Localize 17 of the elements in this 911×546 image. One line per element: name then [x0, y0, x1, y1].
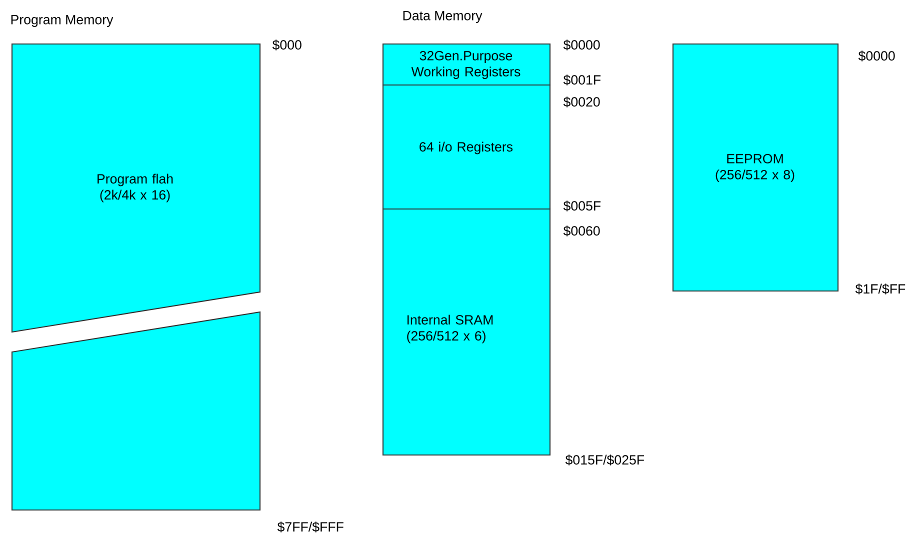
- memory-block: 32Gen.Purpose Working Registers: [382, 43, 551, 86]
- address-label: $005F: [563, 200, 601, 212]
- address-label: $0000: [858, 50, 895, 62]
- address-label: $0000: [563, 40, 600, 50]
- address-label: $000: [272, 40, 302, 50]
- address-label: $001F: [563, 74, 601, 86]
- section-heading: Data Memory: [403, 11, 482, 23]
- memory-block: [11, 311, 261, 511]
- address-label: $0060: [563, 226, 600, 236]
- memory-block: Internal SRAM (256/512 x 6): [382, 208, 551, 456]
- section-heading: Program Memory: [11, 15, 114, 27]
- address-label: $0020: [563, 96, 600, 108]
- memory-block: Program flah (2k/4k x 16): [11, 43, 261, 333]
- address-label: $015F/$025F: [565, 454, 644, 466]
- address-label: $7FF/$FFF: [277, 522, 344, 532]
- memory-block: EEPROM (256/512 x 8): [672, 43, 839, 292]
- address-label: $1F/$FF: [855, 284, 906, 294]
